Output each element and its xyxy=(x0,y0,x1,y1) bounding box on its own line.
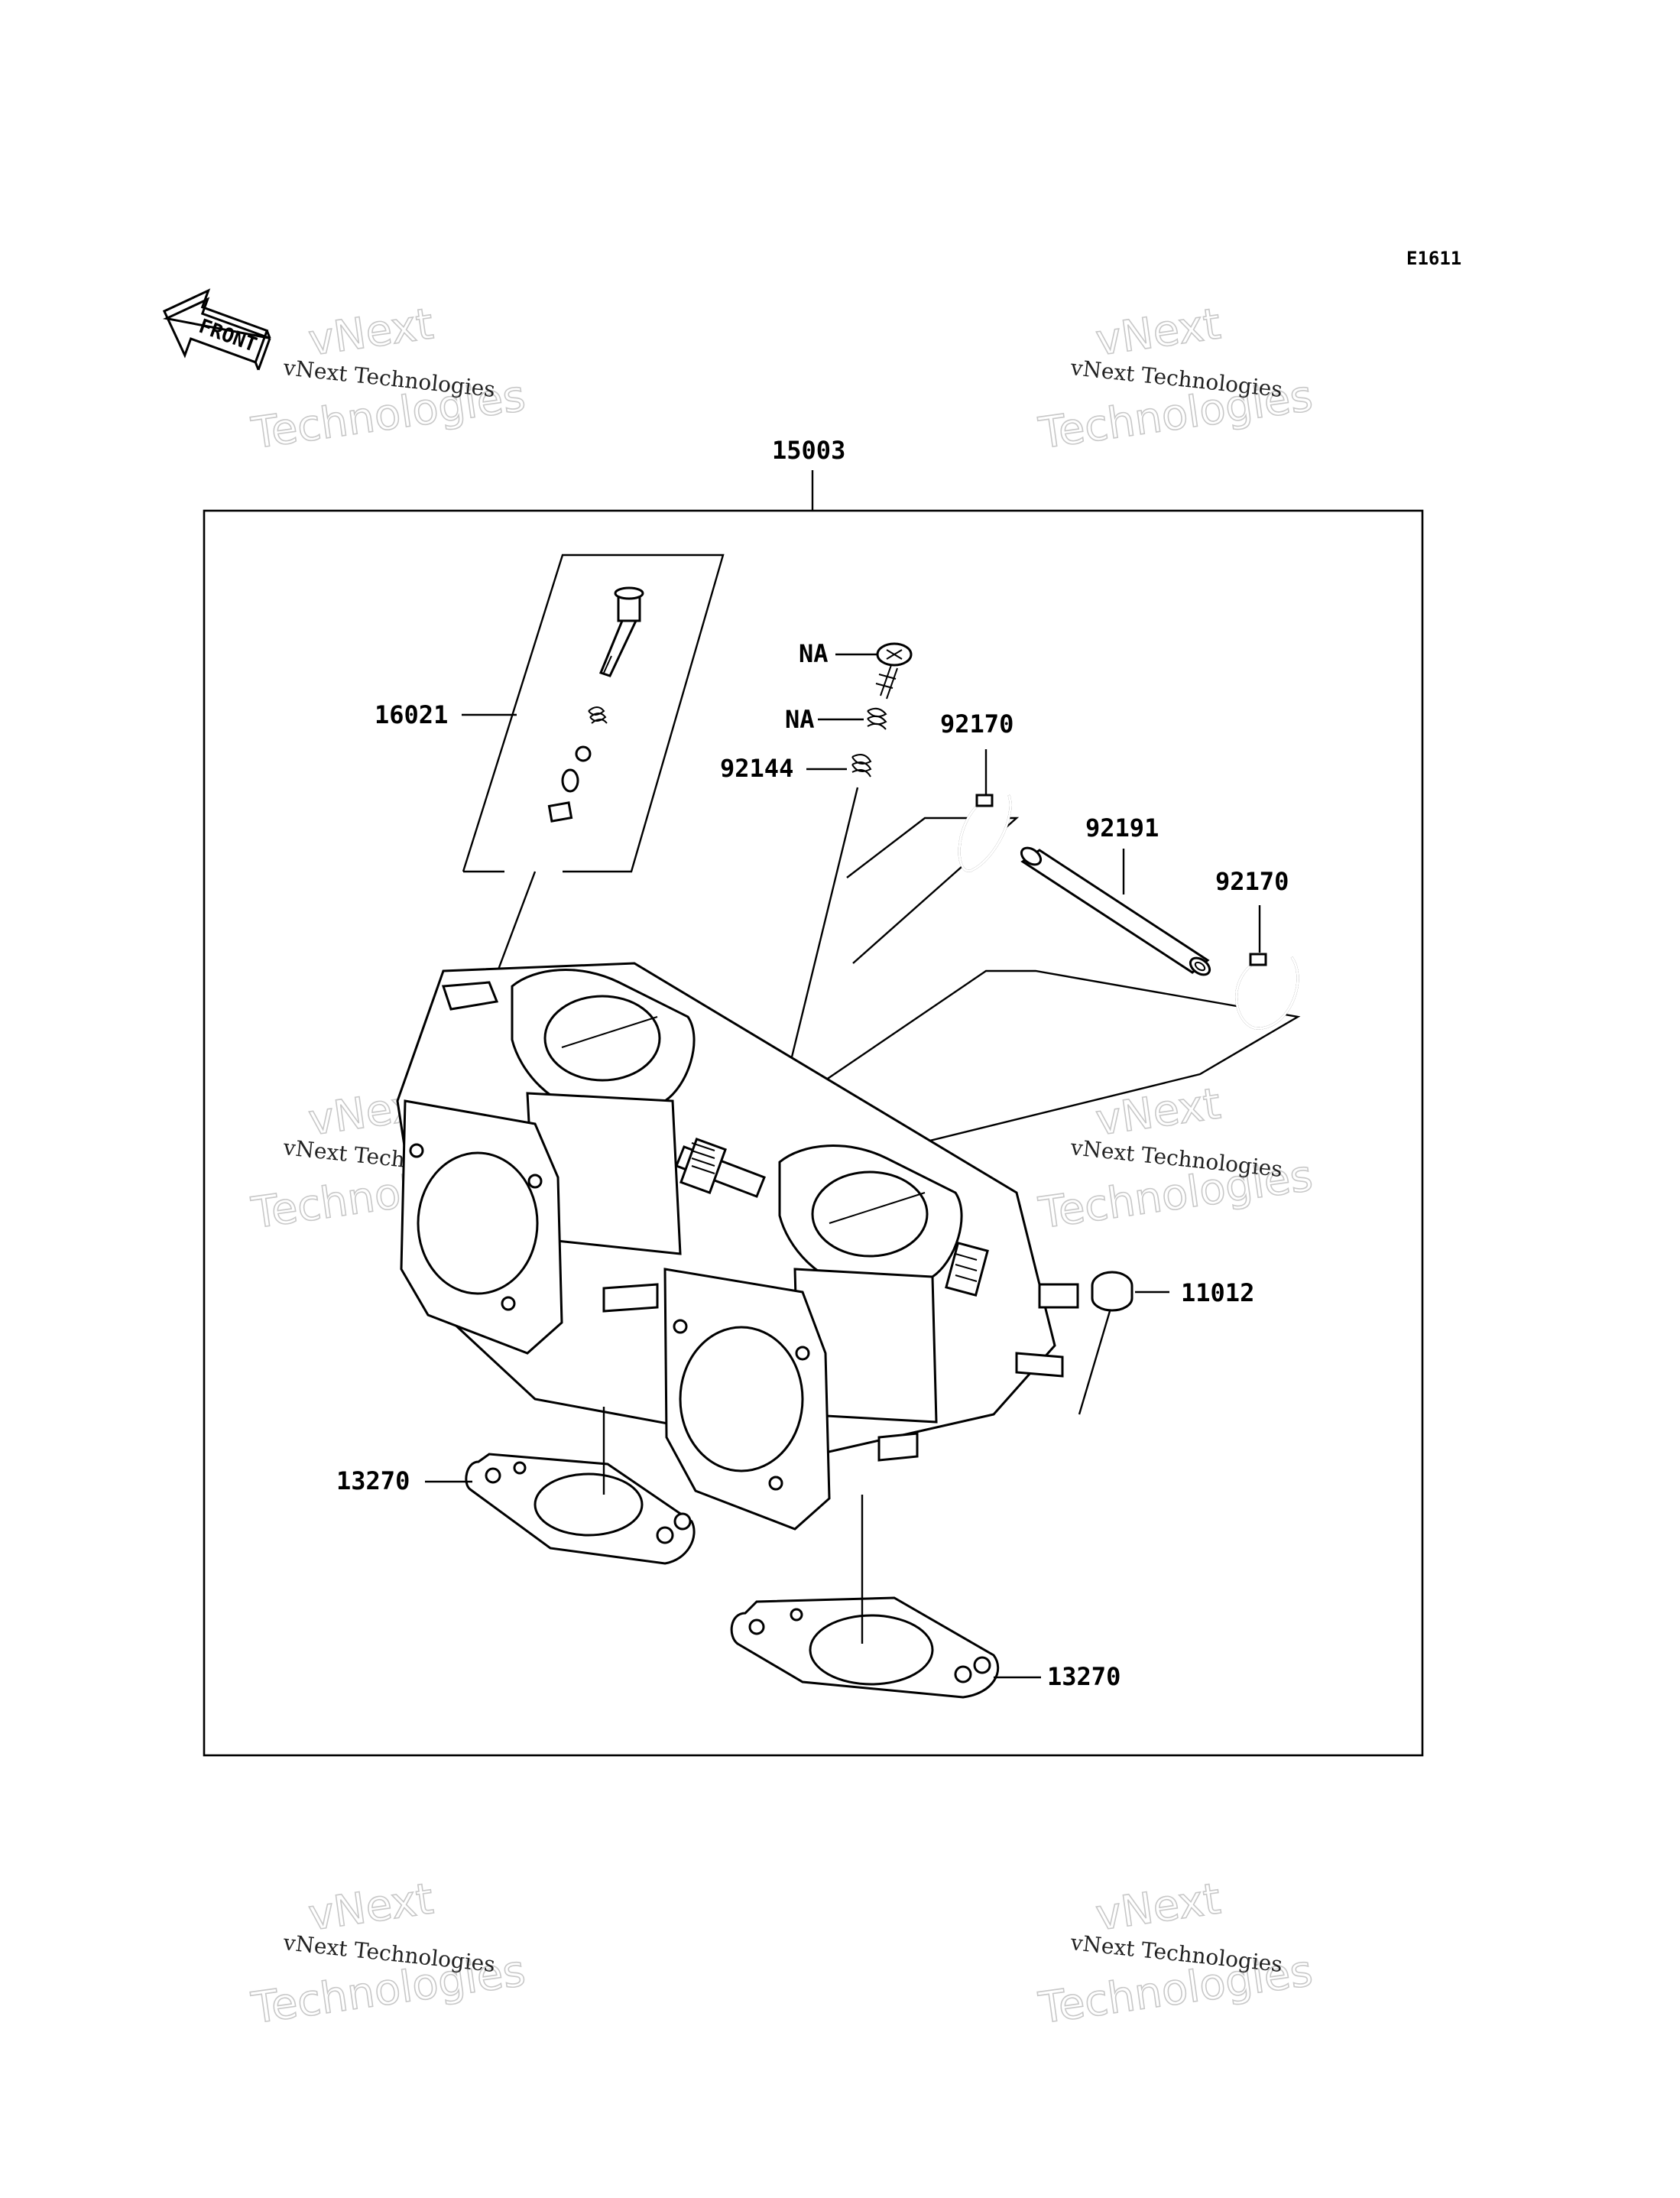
watermark: vNext Technologies vNext Technologies xyxy=(248,1874,529,2034)
oring-icon xyxy=(561,768,579,793)
spring-icon xyxy=(588,706,608,724)
watermark: vNext Technologies vNext Technologies xyxy=(248,299,529,459)
clamp-icon xyxy=(1235,953,1299,1030)
watermark-big-a: vNext xyxy=(1093,1874,1224,1940)
watermark-big-a: vNext xyxy=(1093,299,1224,365)
washer-icon xyxy=(575,745,592,762)
watermark-big-a: vNext xyxy=(1093,1079,1224,1145)
clip-icon xyxy=(547,801,573,823)
label-92191: 92191 xyxy=(1085,813,1159,843)
label-na-spring: NA xyxy=(785,705,815,734)
label-92170-b: 92170 xyxy=(1215,867,1289,896)
label-13270-b: 13270 xyxy=(1047,1662,1121,1691)
label-15003: 15003 xyxy=(772,436,845,465)
label-11012: 11012 xyxy=(1181,1278,1254,1307)
throttle-body-icon xyxy=(396,962,1079,1531)
cap-icon xyxy=(1091,1271,1134,1312)
needle-icon xyxy=(599,586,644,677)
screw-icon xyxy=(875,642,913,700)
watermark: vNext Technologies vNext Technologies xyxy=(1035,1079,1316,1239)
spring-icon xyxy=(851,754,872,778)
front-arrow-icon: FRONT xyxy=(162,288,271,371)
assembly-frame xyxy=(203,509,1424,1757)
watermark: vNext Technologies vNext Technologies xyxy=(1035,1874,1316,2034)
spring-icon xyxy=(867,707,887,730)
label-na-screw: NA xyxy=(799,639,829,668)
watermark-big-a: vNext xyxy=(306,299,436,365)
label-92170-a: 92170 xyxy=(940,709,1014,739)
leader-11012-to-body xyxy=(1078,1310,1111,1415)
hose-icon xyxy=(1020,846,1211,976)
watermark-big-a: vNext xyxy=(306,1874,436,1940)
watermark: vNext Technologies vNext Technologies xyxy=(1035,299,1316,459)
diagram-code: E1611 xyxy=(1406,248,1461,269)
label-92144: 92144 xyxy=(720,754,793,783)
label-13270-a: 13270 xyxy=(336,1466,410,1495)
label-16021: 16021 xyxy=(375,700,448,729)
clamp-icon xyxy=(958,794,1012,872)
needle-kit-panel xyxy=(462,554,725,873)
hose-panel-line xyxy=(794,969,1301,1174)
gasket-icon xyxy=(465,1453,696,1565)
gasket-icon xyxy=(730,1596,1000,1699)
